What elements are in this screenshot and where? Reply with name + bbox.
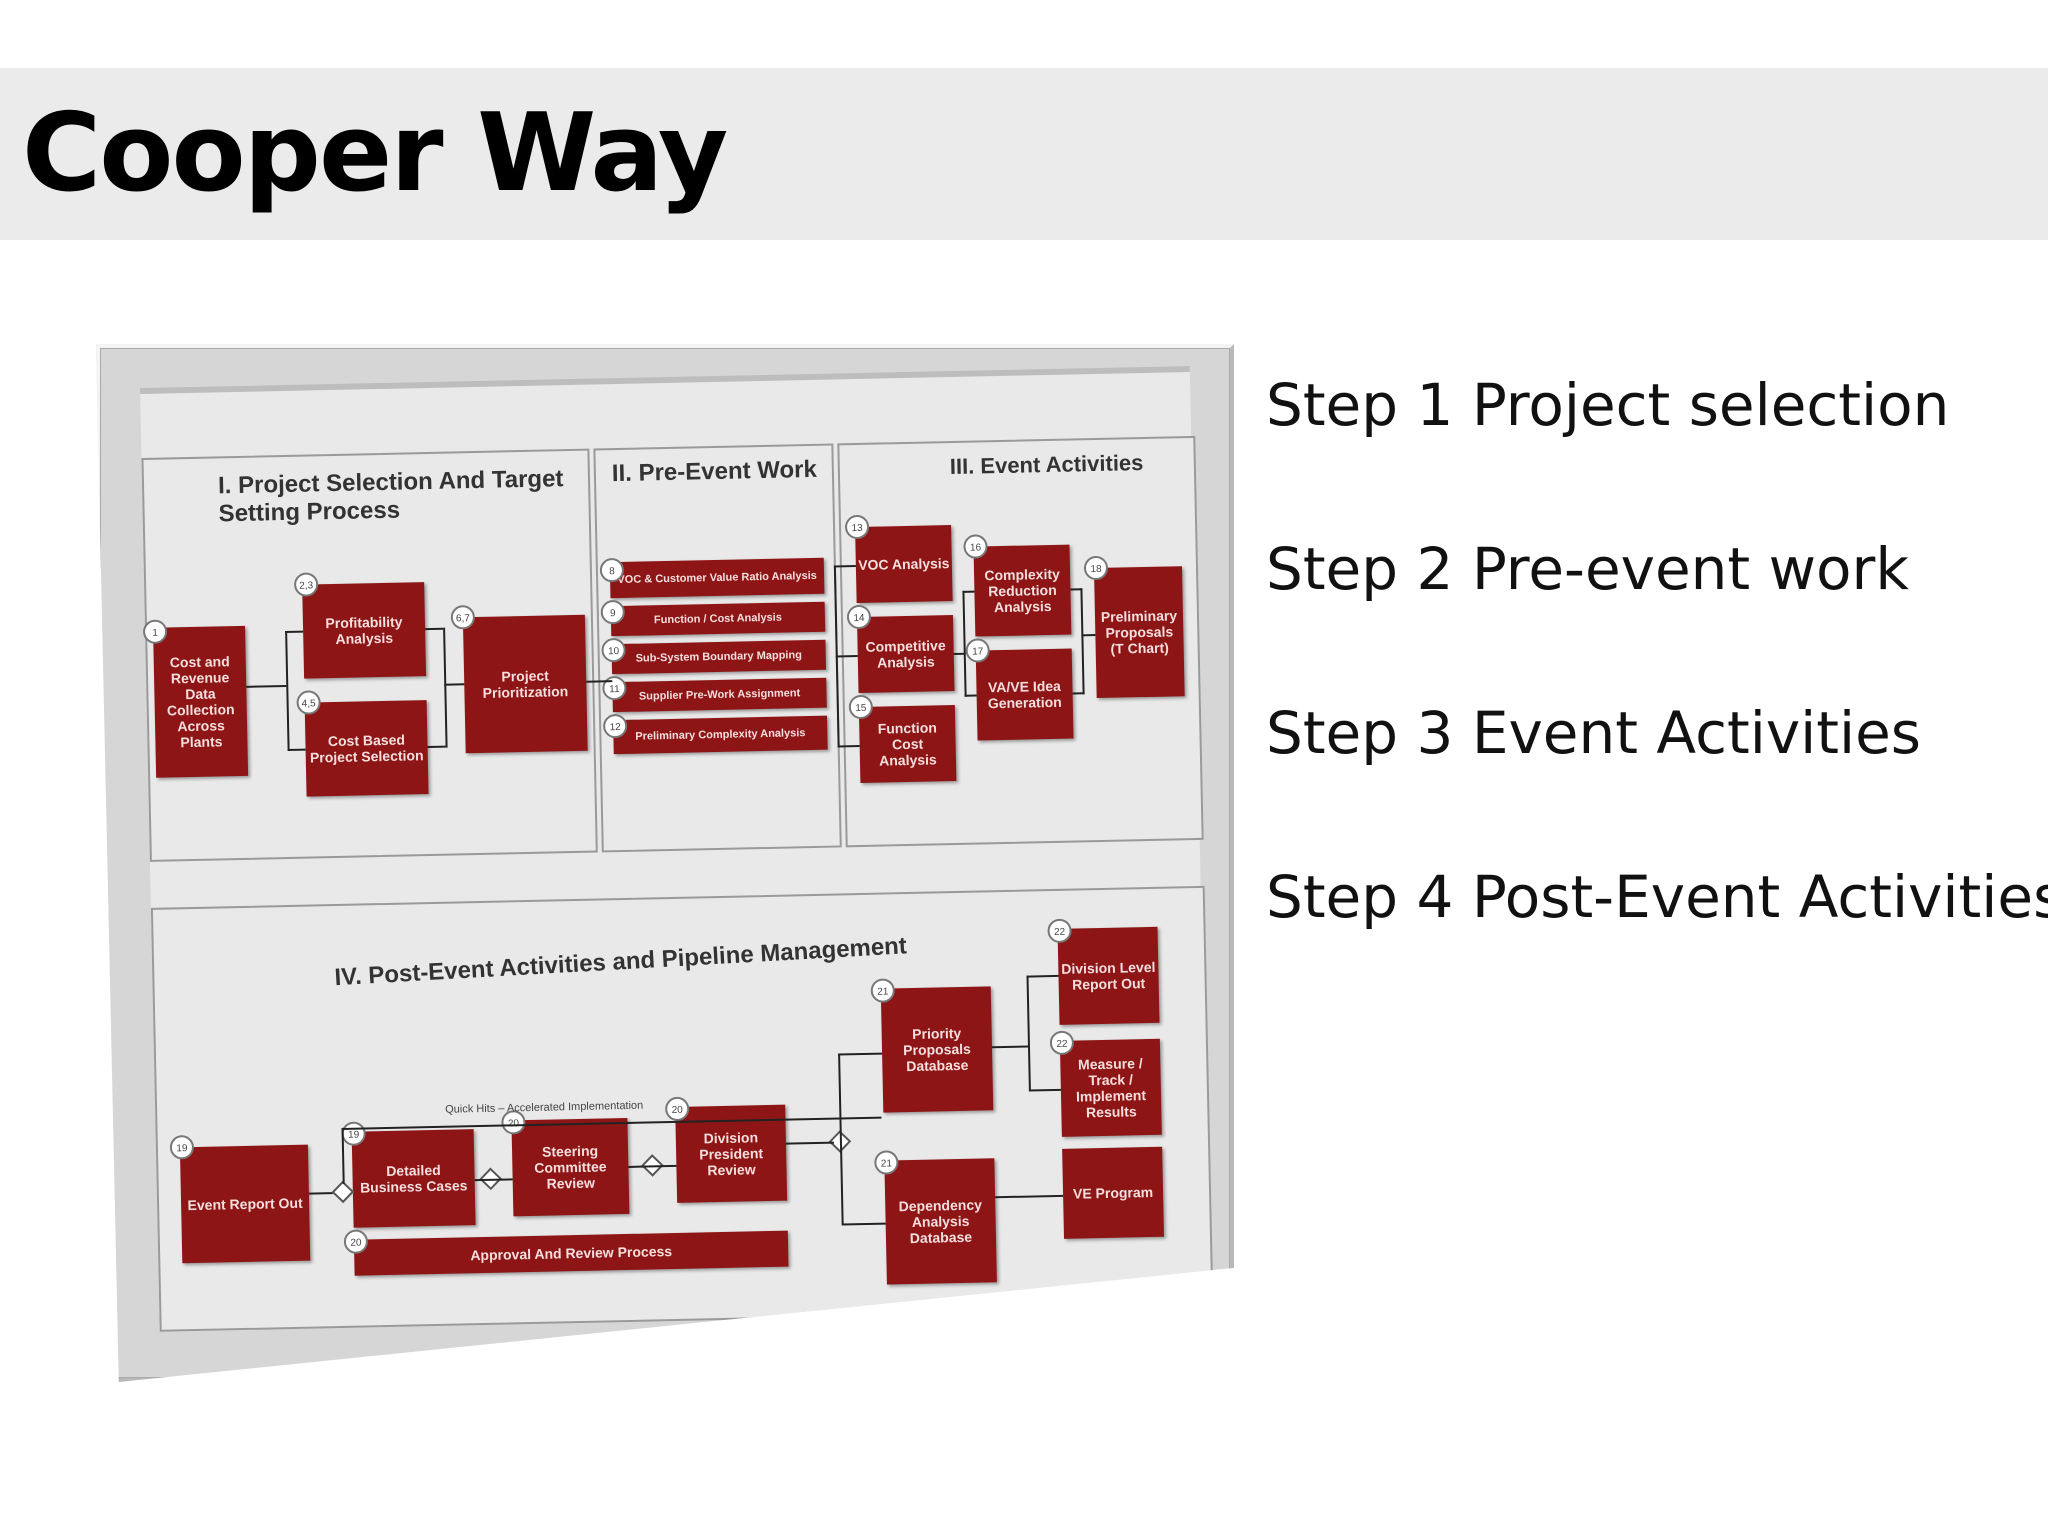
box-priority-proposals-db: Priority Proposals Database	[880, 986, 994, 1113]
top-rule	[140, 366, 1190, 394]
box-competitive-analysis: Competitive Analysis	[856, 615, 955, 694]
box-cost-revenue: Cost and Revenue Data Collection Across …	[153, 625, 249, 778]
box-voc-value-ratio: VOC & Customer Value Ratio Analysis	[609, 557, 825, 599]
box-function-cost: Function / Cost Analysis	[610, 601, 826, 637]
panel-title-pre-event: II. Pre-Event Work	[611, 455, 818, 488]
step-2: Step 2 Pre-event work	[1266, 535, 1909, 603]
box-ve-program: VE Program	[1062, 1146, 1164, 1239]
diagram-frame: I. Project Selection And Target Setting …	[96, 344, 1234, 1382]
connector	[964, 694, 977, 697]
connector	[444, 683, 465, 686]
box-cost-based-selection: Cost Based Project Selection	[304, 700, 429, 797]
box-dependency-analysis-db: Dependency Analysis Database	[884, 1158, 997, 1285]
box-function-cost-analysis: Function Cost Analysis	[858, 705, 957, 783]
box-measure-track: Measure / Track / Implement Results	[1059, 1038, 1162, 1137]
box-detailed-business-cases: Detailed Business Cases	[351, 1129, 476, 1228]
page-title: Cooper Way	[22, 91, 728, 216]
box-preliminary-complexity: Preliminary Complexity Analysis	[613, 715, 828, 755]
box-project-prioritization: Project Prioritization	[462, 614, 588, 754]
process-diagram: I. Project Selection And Target Setting …	[140, 366, 1214, 1332]
box-event-report-out: Event Report Out	[179, 1144, 311, 1264]
title-band	[0, 68, 2048, 240]
step-4: Step 4 Post-Event Activities	[1266, 863, 2048, 931]
step-1: Step 1 Project selection	[1266, 371, 1950, 439]
box-preliminary-proposals: Preliminary Proposals (T Chart)	[1093, 566, 1185, 699]
connector	[425, 627, 444, 631]
connector	[287, 748, 306, 751]
box-voc-analysis: VOC Analysis	[855, 525, 953, 604]
panel-title-project-selection: I. Project Selection And Target Setting …	[217, 465, 564, 528]
box-profitability: Profitability Analysis	[302, 582, 427, 679]
connector	[1081, 634, 1096, 637]
connector	[962, 590, 975, 593]
connector	[285, 630, 304, 634]
panel-title-event-activities: III. Event Activities	[949, 450, 1144, 480]
box-steering-committee: Steering Committee Review	[511, 1117, 630, 1217]
connector	[427, 745, 446, 749]
box-complexity-reduction: Complexity Reduction Analysis	[973, 544, 1072, 637]
box-supplier-prework: Supplier Pre-Work Assignment	[612, 677, 827, 713]
box-boundary-mapping: Sub-System Boundary Mapping	[611, 639, 827, 675]
step-3: Step 3 Event Activities	[1266, 699, 1922, 767]
panel-title-post-event: IV. Post-Event Activities and Pipeline M…	[333, 932, 908, 992]
box-vave-idea-generation: VA/VE Idea Generation	[975, 648, 1074, 741]
box-division-report-out: Division Level Report Out	[1057, 926, 1160, 1025]
